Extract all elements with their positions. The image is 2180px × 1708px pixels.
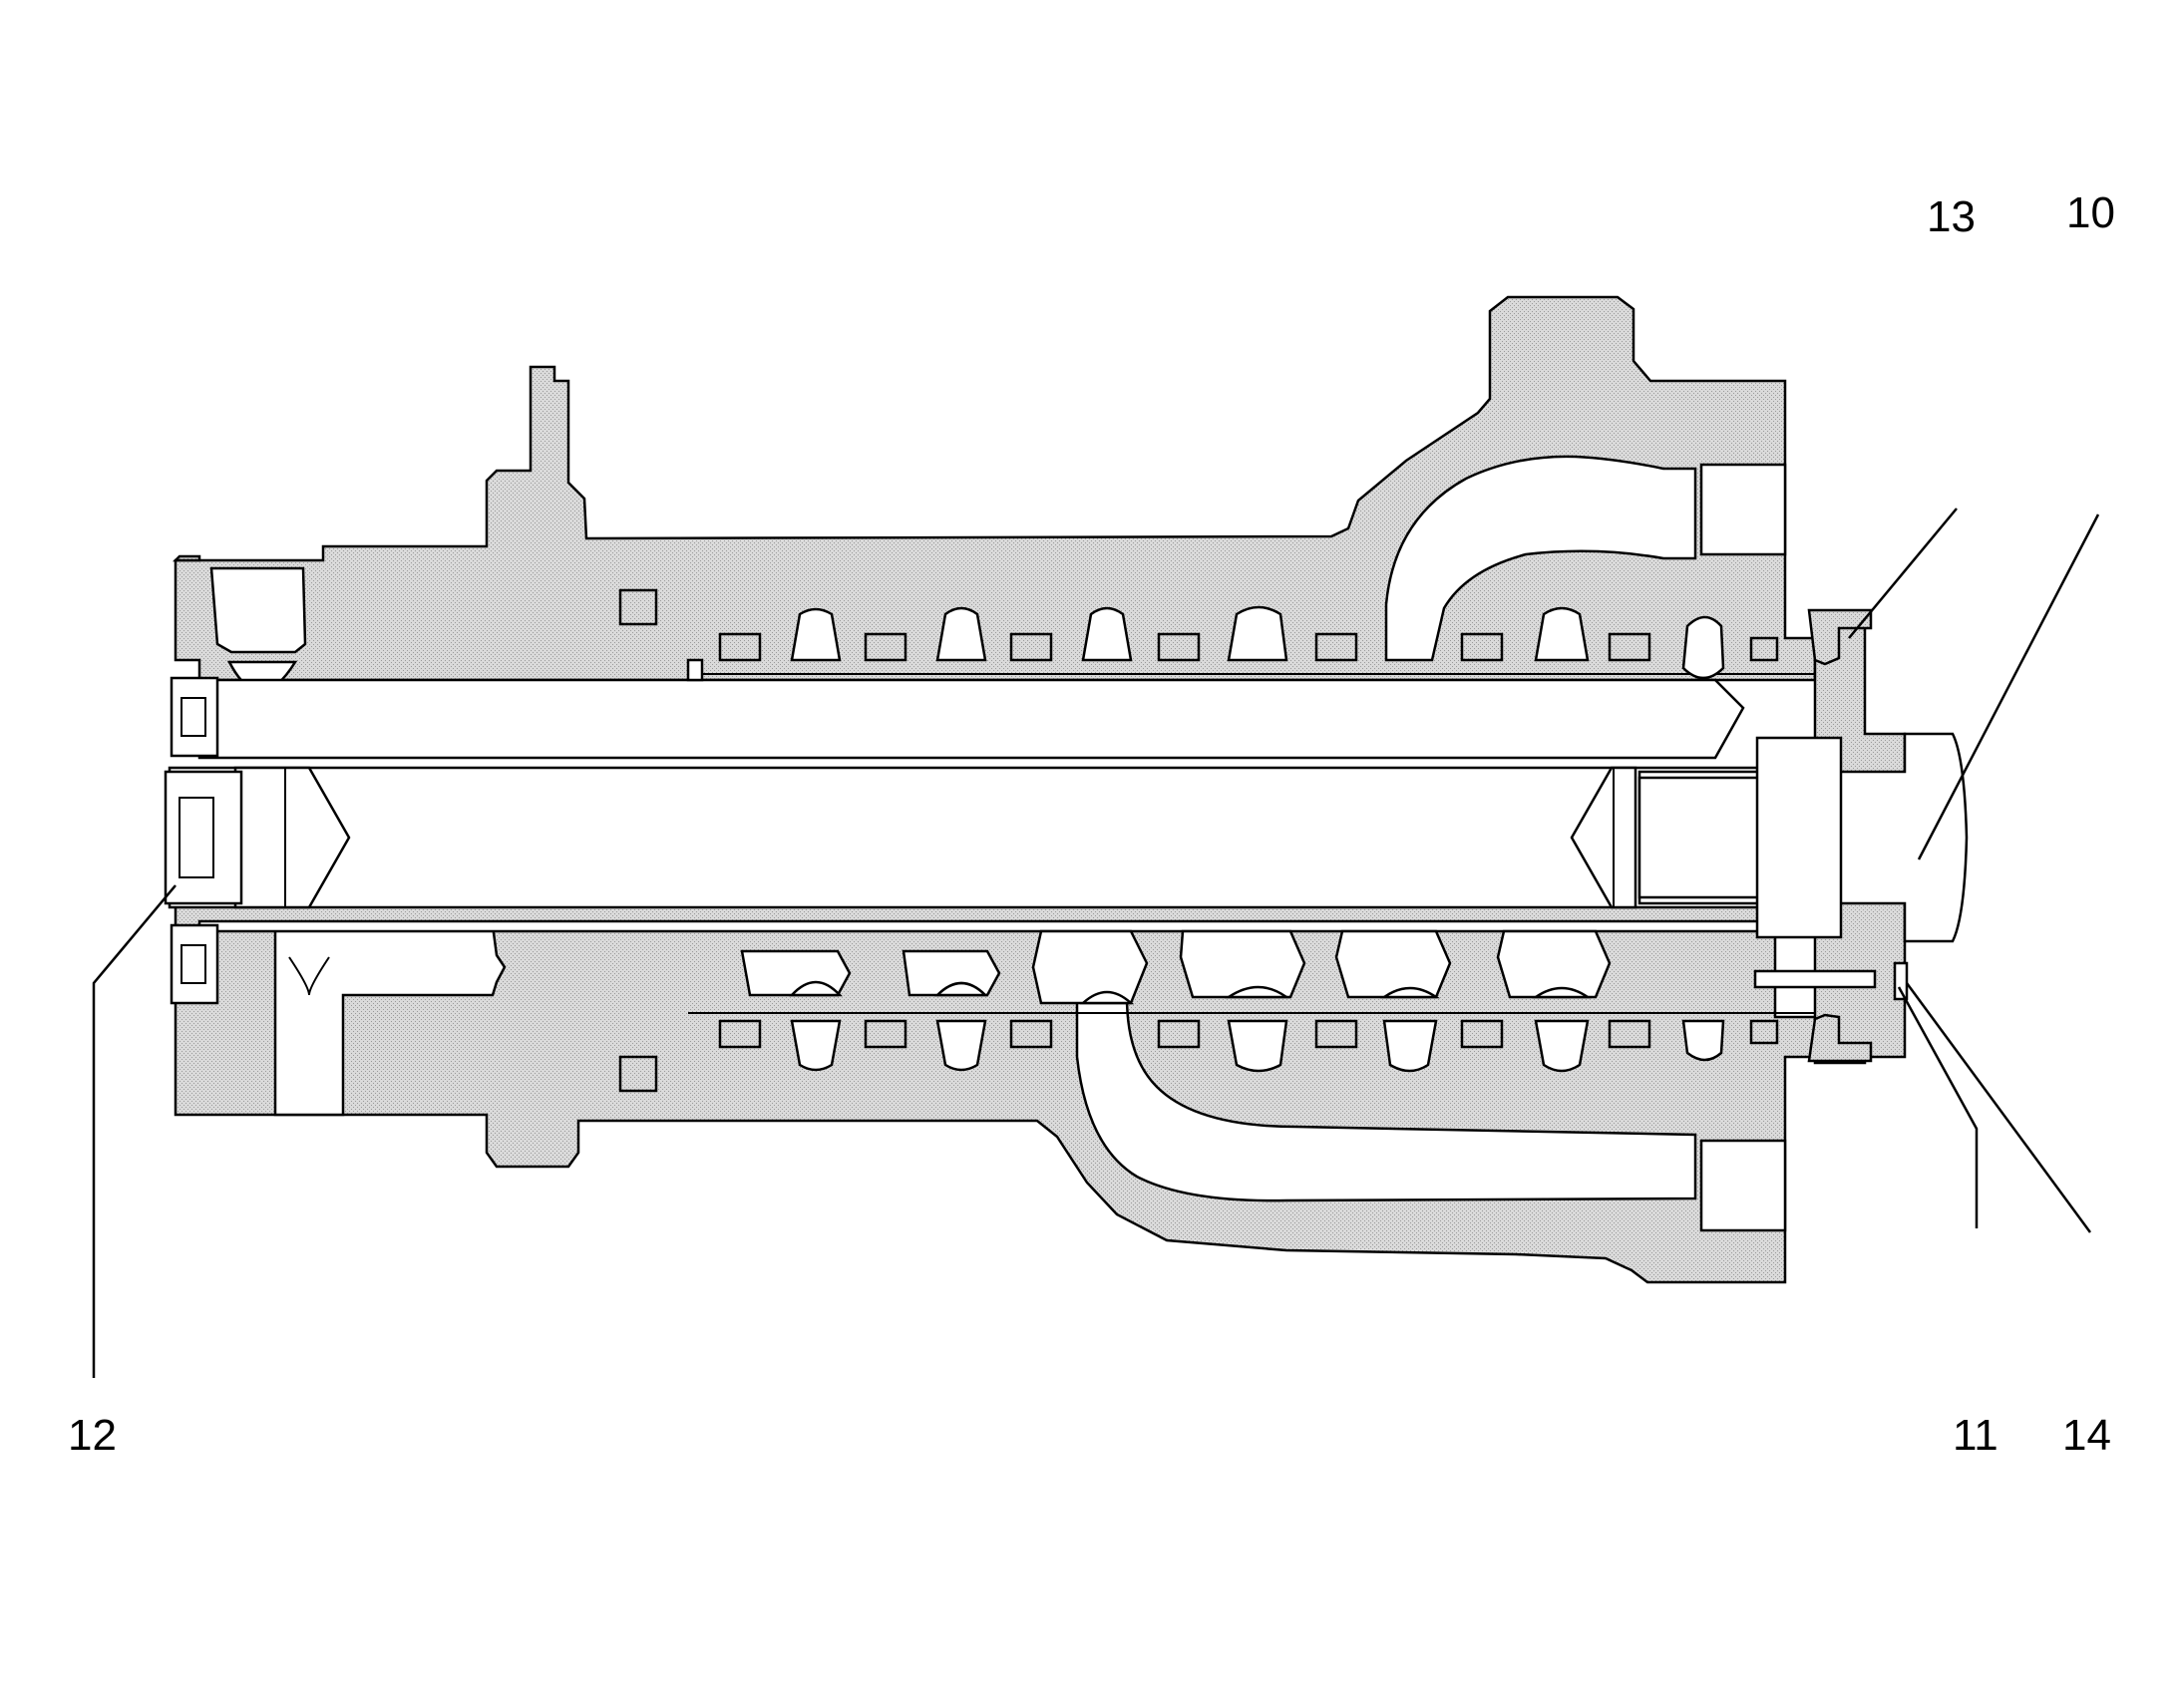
lower-seal: [1608, 1019, 1651, 1049]
upper-port-row: [790, 605, 1725, 680]
center-bore: [168, 766, 1827, 909]
upper-port: [790, 607, 842, 662]
lower-spool-domes: [789, 980, 1593, 1005]
upper-flange-seal: [618, 588, 658, 626]
upper-port: [935, 606, 987, 662]
lower-port: [1227, 1019, 1288, 1073]
upper-passage-port: [1699, 463, 1787, 556]
upper-seal: [1314, 632, 1358, 662]
spool-dome: [1379, 986, 1441, 999]
lower-port: [1534, 1019, 1590, 1073]
lower-passage-port: [1699, 1139, 1787, 1232]
spool-dome: [1531, 986, 1593, 999]
left-fitting-upper: [170, 676, 219, 758]
leader-14: [1905, 982, 2092, 1233]
right-plug-flange: [1755, 736, 1843, 939]
lower-port-row: [790, 1019, 1725, 1073]
spool-land: [902, 949, 1001, 997]
spool-dome: [1224, 985, 1290, 999]
upper-seal: [1608, 632, 1651, 662]
upper-seal: [718, 632, 762, 662]
left-fitting-center: [164, 770, 243, 905]
left-fitting-lower: [170, 923, 219, 1005]
lower-seal: [1157, 1019, 1201, 1049]
lower-seal: [1749, 1019, 1779, 1045]
pin-washer: [1893, 961, 1909, 1001]
upper-bore: [197, 678, 1745, 760]
callout-12: 12: [68, 1411, 117, 1460]
spool-dome: [789, 980, 843, 997]
lower-spool-lands: [740, 929, 1612, 1005]
leader-13: [1848, 508, 1958, 639]
callout-11: 11: [1953, 1411, 1998, 1460]
left-fitting-upper-hex: [181, 697, 206, 737]
callout-10: 10: [2066, 188, 2115, 237]
dowel-pin: [1753, 969, 1877, 989]
spool-land: [1496, 929, 1612, 999]
upper-port: [1681, 615, 1725, 680]
left-fitting-lower-hex: [181, 944, 206, 984]
callout-13: 13: [1927, 192, 1976, 241]
leader-10: [1917, 513, 2100, 860]
spool-land: [1334, 929, 1452, 999]
leader-12: [92, 884, 177, 1378]
upper-port: [1534, 606, 1590, 662]
lower-port: [790, 1019, 842, 1072]
upper-seal: [1460, 632, 1504, 662]
lower-port: [1681, 1019, 1725, 1062]
upper-seal: [1157, 632, 1201, 662]
lower-seal: [864, 1019, 908, 1049]
lower-curved-passage: [1075, 995, 1697, 1202]
lower-seal: [718, 1019, 762, 1049]
upper-port: [1227, 605, 1288, 662]
spool-dome: [1079, 990, 1135, 1005]
center-bore-right-tip: [1570, 766, 1637, 909]
lower-flange-seal: [618, 1055, 658, 1093]
left-fitting-center-hex: [179, 797, 214, 878]
upper-seal: [1009, 632, 1053, 662]
lower-port: [1382, 1019, 1438, 1073]
upper-curved-passage: [1384, 455, 1697, 662]
spool-dome: [933, 981, 989, 997]
lower-bore: [197, 919, 1777, 933]
lower-seal-row: [718, 1019, 1779, 1049]
upper-seal: [1749, 636, 1779, 662]
right-plug-thread: [1637, 776, 1767, 899]
lower-seal: [1460, 1019, 1504, 1049]
lower-left-port-tip: [288, 956, 330, 996]
upper-port: [1081, 606, 1133, 662]
spool-land: [1031, 929, 1149, 1005]
lower-port: [935, 1019, 987, 1072]
upper-seal-row: [718, 632, 1779, 662]
lower-right-collar: [1807, 1013, 1873, 1063]
upper-left-plug: [209, 566, 307, 654]
leader-11: [1897, 986, 1979, 1228]
upper-seal: [864, 632, 908, 662]
callout-14: 14: [2062, 1411, 2111, 1460]
lower-seal: [1009, 1019, 1053, 1049]
lower-left-port: [273, 923, 507, 1117]
upper-left-flange: [172, 554, 201, 562]
lower-seal: [1314, 1019, 1358, 1049]
spool-land: [1179, 929, 1306, 999]
upper-sleeve-stop: [686, 658, 704, 682]
